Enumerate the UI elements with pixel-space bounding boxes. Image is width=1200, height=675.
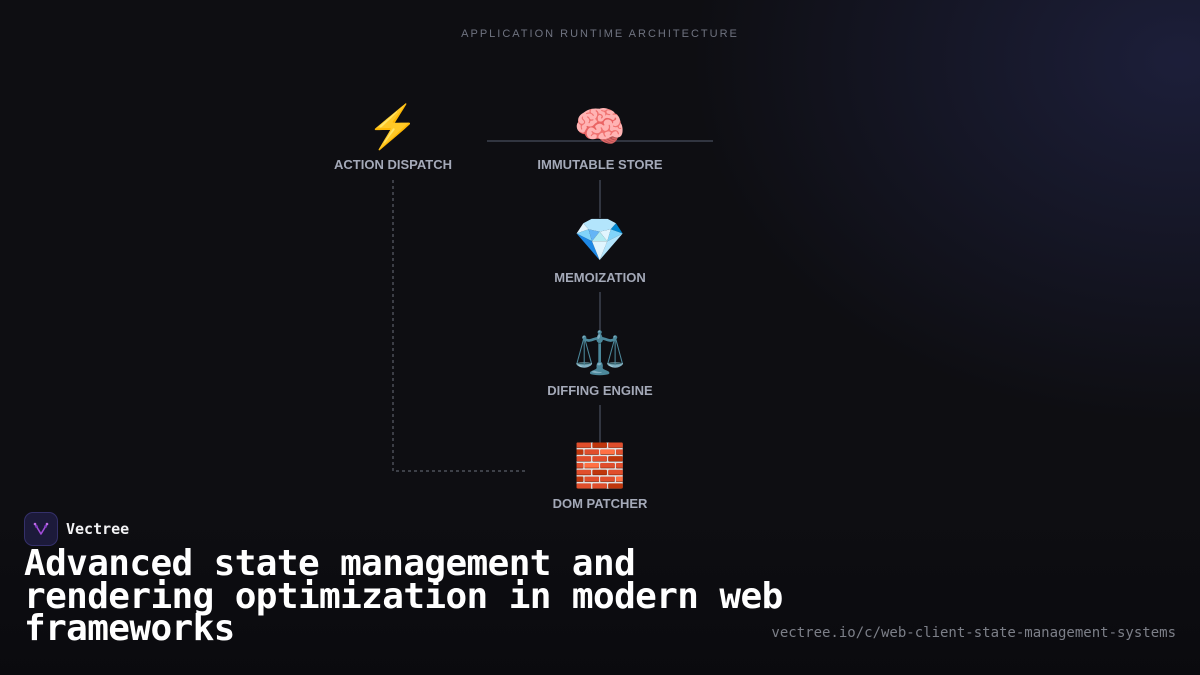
node-label: DOM PATCHER: [552, 496, 648, 511]
vectree-logo-icon: [24, 512, 58, 546]
node-diffing-engine: ⚖️ DIFFING ENGINE: [500, 327, 700, 398]
diagram-title: APPLICATION RUNTIME ARCHITECTURE: [461, 28, 739, 40]
brain-icon: 🧠: [573, 103, 627, 150]
headline: Advanced state management and rendering …: [24, 543, 783, 649]
node-immutable-store: 🧠 IMMUTABLE STORE: [500, 101, 700, 172]
gem-icon: 💎: [573, 216, 627, 263]
edge-dispatch-to-patcher-dashed: [392, 180, 525, 472]
node-label: IMMUTABLE STORE: [537, 157, 663, 172]
node-label: MEMOIZATION: [554, 270, 646, 285]
node-action-dispatch: ⚡ ACTION DISPATCH: [293, 101, 493, 172]
node-memoization: 💎 MEMOIZATION: [500, 214, 700, 285]
lightning-icon: ⚡: [366, 103, 420, 150]
brick-icon: 🧱: [573, 442, 627, 489]
brand: Vectree: [24, 512, 129, 546]
scales-icon: ⚖️: [573, 329, 627, 376]
brand-name: Vectree: [66, 520, 130, 538]
node-label: DIFFING ENGINE: [547, 383, 653, 398]
node-dom-patcher: 🧱 DOM PATCHER: [500, 440, 700, 511]
page-url: vectree.io/c/web-client-state-management…: [771, 625, 1176, 641]
node-label: ACTION DISPATCH: [334, 157, 452, 172]
